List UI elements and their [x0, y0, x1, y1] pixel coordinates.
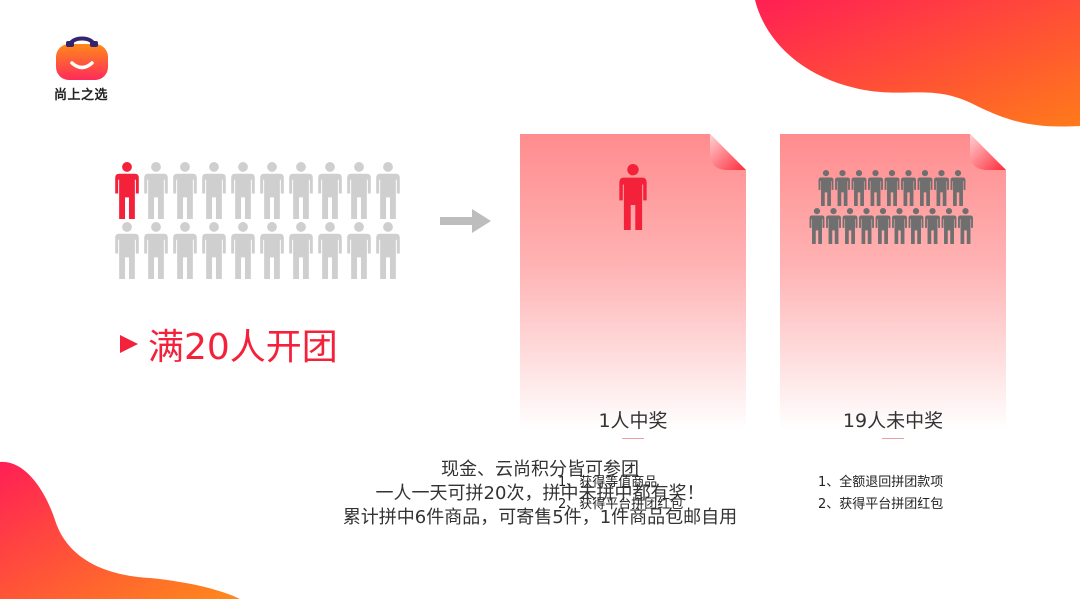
slogan: 满20人开团: [120, 318, 338, 370]
person-icon: [376, 162, 400, 219]
card-benefit-list: 1、全额退回拼团款项 2、获得平台拼团红包: [818, 472, 943, 516]
logo-icon: [56, 36, 108, 80]
footer-text: 现金、云尚积分皆可参团 一人一天可拼20次，拼中未拼中都有奖！ 累计拼中6件商品…: [0, 458, 1080, 530]
person-icon: [376, 222, 400, 279]
person-icon: [289, 162, 313, 219]
footer-line: 一人一天可拼20次，拼中未拼中都有奖！: [375, 483, 705, 504]
person-icon: [917, 170, 933, 206]
logo-text: 尚上之选: [53, 88, 108, 103]
person-icon: [318, 222, 342, 279]
crowd-illustration: [115, 162, 400, 279]
person-icon: [875, 208, 891, 244]
person-icon: [859, 208, 874, 244]
arrow-right-icon: [440, 209, 491, 233]
person-icon: [260, 162, 284, 219]
title-divider: [622, 438, 644, 439]
card-background: [520, 134, 746, 430]
card-winner: 1人中奖 1、获得等值商品 2、获得平台拼团红包: [520, 134, 746, 512]
person-icon: [144, 222, 168, 279]
person-icon: [958, 208, 973, 244]
person-icon: [173, 162, 197, 219]
person-icon: [901, 170, 916, 206]
person-icon: [173, 222, 197, 279]
list-item: 2、获得平台拼团红包: [818, 497, 944, 512]
person-icon: [202, 222, 226, 279]
card-non-winner: 19人未中奖 1、全额退回拼团款项 2、获得平台拼团红包: [780, 134, 1006, 512]
list-item: 2、获得平台拼团红包: [558, 497, 684, 512]
non-winner-people-icon: [809, 170, 973, 244]
person-icon: [231, 162, 255, 219]
triangle-bullet-icon: [120, 335, 138, 353]
card-benefit-list: 1、获得等值商品 2、获得平台拼团红包: [558, 472, 683, 516]
person-icon: [231, 222, 255, 279]
person-icon: [892, 208, 907, 244]
winner-person-icon: [619, 164, 647, 230]
person-icon: [950, 170, 966, 206]
list-item: 1、获得等值商品: [558, 475, 658, 490]
person-icon: [868, 170, 883, 206]
person-icon: [842, 208, 858, 244]
person-icon: [925, 208, 940, 244]
person-icon: [115, 222, 139, 279]
list-item: 1、全额退回拼团款项: [818, 475, 944, 490]
footer-line: 现金、云尚积分皆可参团: [441, 459, 639, 480]
person-icon: [202, 162, 226, 219]
person-icon: [934, 170, 949, 206]
card-title: 19人未中奖: [842, 410, 944, 432]
person-icon: [318, 162, 342, 219]
person-icon: [289, 222, 313, 279]
person-icon: [826, 208, 841, 244]
card-title: 1人中奖: [598, 410, 668, 432]
bottom-left-blob: [0, 461, 240, 599]
person-icon: [908, 208, 924, 244]
person-icon: [809, 208, 825, 244]
person-icon: [818, 170, 834, 206]
person-icon: [835, 170, 850, 206]
person-icon: [884, 170, 900, 206]
person-icon: [144, 162, 168, 219]
person-icon: [941, 208, 957, 244]
slogan-text: 满20人开团: [148, 327, 338, 368]
person-icon: [347, 162, 371, 219]
person-icon: [115, 162, 139, 219]
person-icon: [619, 164, 647, 230]
card-background: [780, 134, 1006, 430]
person-icon: [851, 170, 867, 206]
title-divider: [882, 438, 904, 439]
person-icon: [347, 222, 371, 279]
top-right-blob: [755, 0, 1080, 127]
person-icon: [260, 222, 284, 279]
footer-line: 累计拼中6件商品，可寄售5件，1件商品包邮自用: [342, 507, 738, 528]
